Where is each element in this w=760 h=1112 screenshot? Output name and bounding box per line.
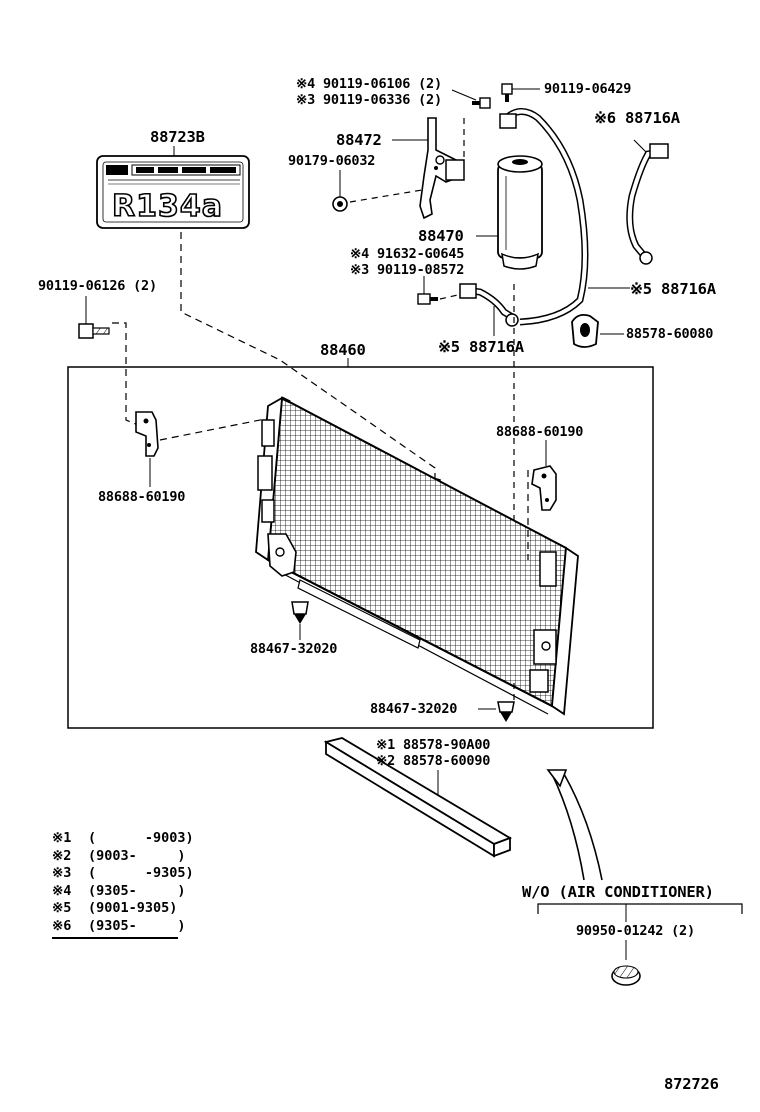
arrow-to-plug-icon — [546, 769, 603, 881]
sticker-text: R134a — [112, 189, 223, 224]
label-90119-06429: 90119-06429 — [544, 81, 632, 97]
leader-6-88716a — [633, 139, 647, 153]
legend-underline — [52, 937, 178, 939]
label-90119-06126: 90119-06126 (2) — [38, 278, 157, 294]
cushion-left-icon — [291, 601, 309, 624]
leader-90119-06106 — [451, 89, 477, 101]
label-5-88716a-right: ※5 88716A — [630, 280, 716, 298]
bracket-right-icon — [531, 465, 557, 511]
clamp-88578-60080-icon — [571, 313, 599, 348]
label-88688-60190-left: 88688-60190 — [98, 489, 186, 505]
discharge-tube-icon — [459, 108, 589, 327]
legend: ※1( -9003) ※2(9003- ) ※3( -9305) ※4(9305… — [52, 830, 194, 939]
liquid-tube-icon — [626, 143, 669, 265]
label-90179-06032: 90179-06032 — [288, 153, 376, 169]
label-88688-60190-right: 88688-60190 — [496, 424, 584, 440]
dashed-bolt-to-bracket — [112, 322, 139, 426]
label-88467-32020-right: 88467-32020 — [370, 701, 458, 717]
bolt-90119-06429-icon — [501, 83, 513, 102]
label-3-90119-06336: ※3 90119-06336 (2) — [296, 92, 442, 108]
dashed-bracket-to-condenser — [159, 417, 271, 441]
receiver-88470-icon — [497, 155, 543, 270]
legend-row: ※1( -9003) — [52, 830, 194, 846]
legend-row: ※3( -9305) — [52, 865, 194, 882]
bracket-88472-icon — [419, 117, 465, 220]
dashed-sticker-to-condenser — [180, 232, 436, 478]
label-88472: 88472 — [336, 131, 382, 149]
label-3-90119-08572: ※3 90119-08572 — [350, 262, 465, 278]
legend-row: ※6(9305- ) — [52, 917, 186, 934]
legend-row: ※2(9003- ) — [52, 847, 186, 864]
bolt-90119-06126-icon — [78, 323, 110, 339]
label-4-90119-06106: ※4 90119-06106 (2) — [296, 76, 442, 92]
dashed-fitting — [439, 293, 463, 300]
bolt-90119-06106-icon — [472, 97, 491, 109]
label-6-88716a: ※6 88716A — [594, 109, 680, 127]
label-88723b: 88723B — [150, 128, 205, 146]
wo-bracket-line — [537, 903, 743, 914]
label-88578-60080: 88578-60080 — [626, 326, 714, 342]
legend-row: ※4(9305- ) — [52, 882, 186, 899]
label-90950-01242: 90950-01242 (2) — [576, 923, 695, 939]
plug-90950-01242-icon — [611, 965, 641, 986]
condenser-assembly-frame — [67, 366, 654, 729]
label-2-88578-60090: ※2 88578-60090 — [376, 753, 491, 769]
cushion-right-icon — [497, 701, 515, 722]
dashed-nut-to-bracket — [349, 189, 423, 203]
nut-90179-06032-icon — [332, 196, 348, 212]
seal-strip-icon — [323, 737, 513, 858]
label-4-91632-g0645: ※4 91632-G0645 — [350, 246, 465, 262]
caution-sticker: R134a — [96, 155, 250, 229]
label-88467-32020-left: 88467-32020 — [250, 641, 338, 657]
bracket-left-icon — [135, 411, 159, 457]
label-5-88716a-lower: ※5 88716A — [438, 338, 524, 356]
label-88470: 88470 — [418, 227, 464, 245]
legend-row: ※5(9001-9305) — [52, 900, 178, 917]
label-wo-air-conditioner: W/O (AIR CONDITIONER) — [522, 883, 714, 901]
label-88460: 88460 — [320, 341, 366, 359]
condenser-core — [255, 396, 579, 716]
bolt-91632-g0645-icon — [417, 293, 438, 305]
diagram-id: 872726 — [664, 1075, 719, 1093]
label-1-88578-90a00: ※1 88578-90A00 — [376, 737, 491, 753]
